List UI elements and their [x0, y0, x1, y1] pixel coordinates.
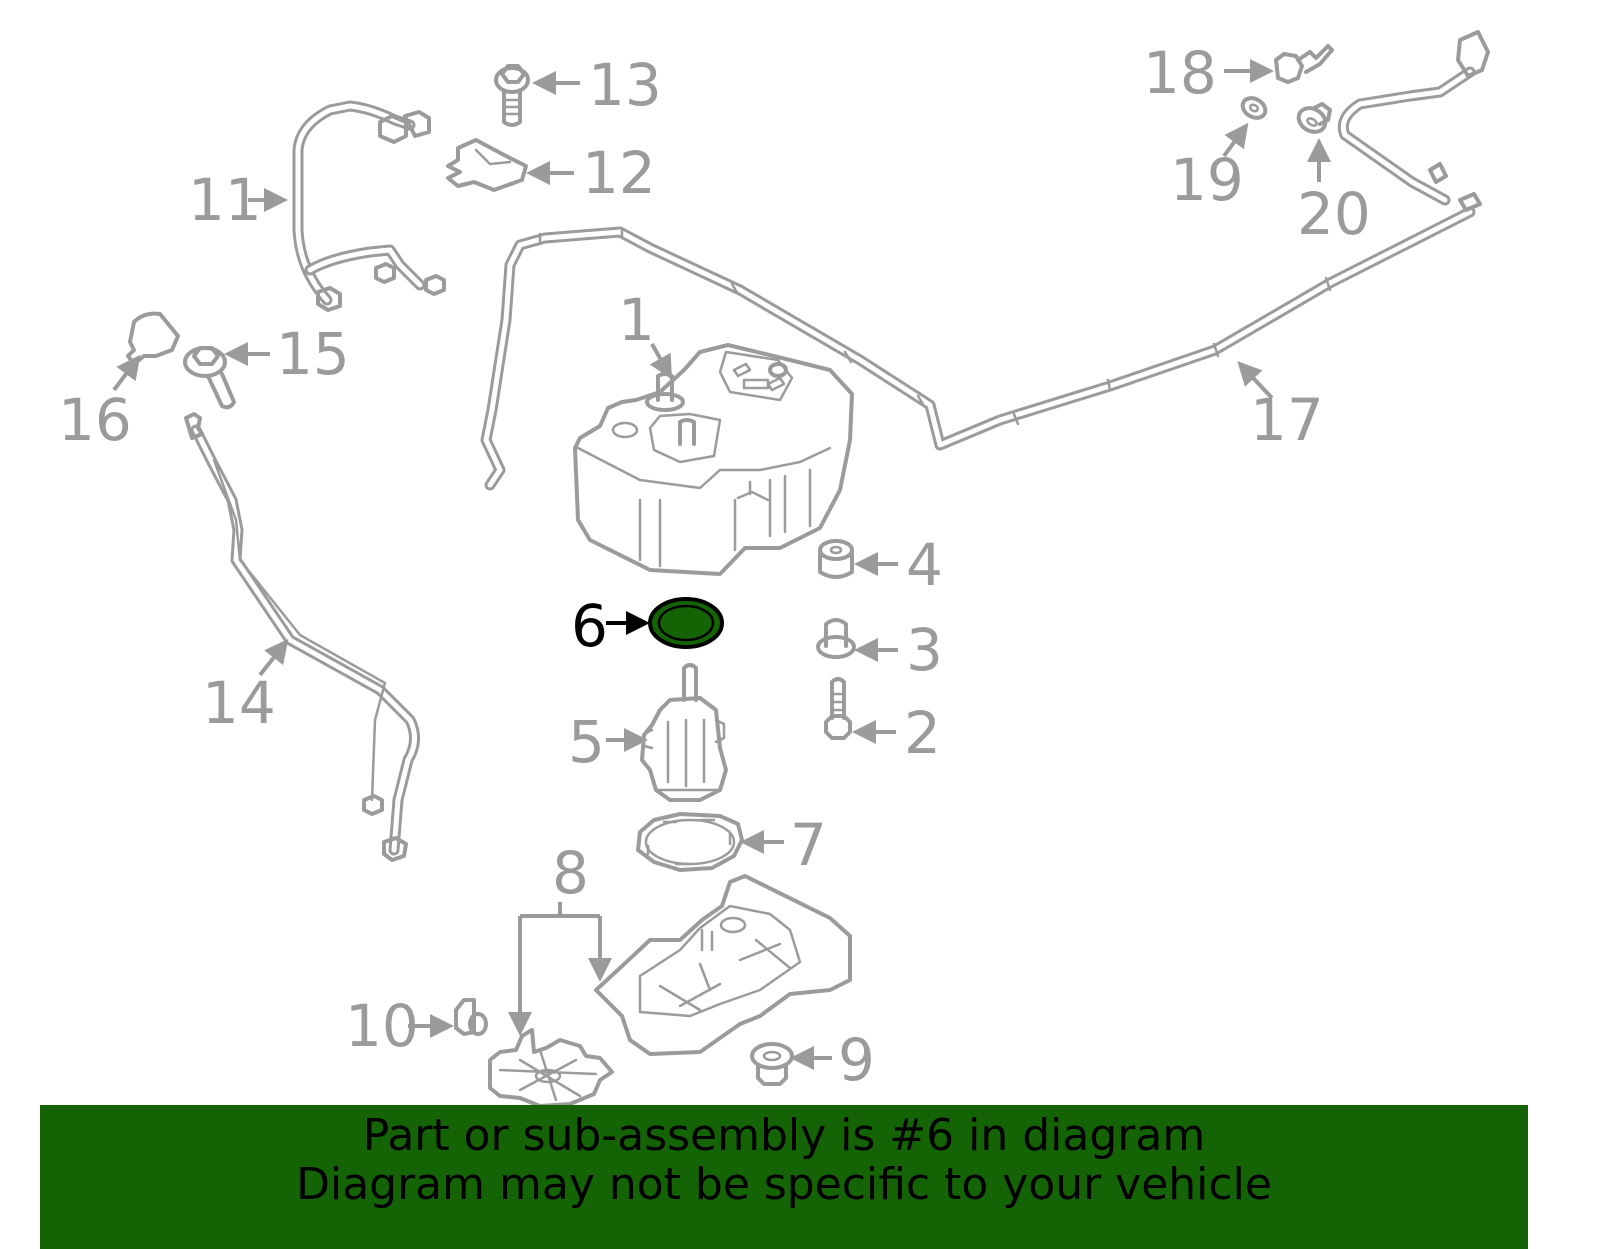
part-13-bolt[interactable]	[494, 64, 530, 127]
callout-4: 4	[906, 531, 943, 599]
callout-6: 6	[571, 592, 608, 660]
part-18-valve[interactable]	[1274, 44, 1334, 84]
banner-part-note: Part or sub-assembly is #6 in diagram	[362, 1110, 1206, 1161]
callout-8: 8	[552, 839, 589, 907]
part-20-nut[interactable]	[1294, 102, 1332, 136]
callout-7: 7	[790, 811, 827, 879]
part-8-small-shield[interactable]	[488, 1028, 614, 1108]
part-7-lock-ring[interactable]	[636, 812, 744, 872]
info-banner: Part or sub-assembly is #6 in diagram Di…	[40, 1105, 1528, 1249]
part-3-grommet[interactable]	[816, 618, 856, 659]
part-10-clip[interactable]	[454, 998, 488, 1036]
callout-18: 18	[1143, 39, 1217, 107]
part-8-heat-shield[interactable]	[594, 874, 852, 1056]
part-5-fuel-pump[interactable]	[640, 663, 728, 802]
part-15-bolt[interactable]	[183, 346, 236, 410]
callout-13: 13	[588, 51, 662, 119]
part-14-filler-tube[interactable]	[184, 412, 420, 862]
leader-1	[649, 343, 672, 380]
callout-10: 10	[345, 992, 419, 1060]
part-9-nut[interactable]	[750, 1042, 794, 1086]
part-12-bracket[interactable]	[446, 138, 528, 192]
callout-1: 1	[618, 286, 655, 354]
leader-8	[518, 902, 602, 1030]
part-2-bolt[interactable]	[824, 677, 852, 740]
leader-17	[1237, 361, 1274, 400]
leader-16	[112, 354, 141, 392]
leader-14	[258, 638, 289, 677]
callout-3: 3	[906, 616, 943, 684]
callout-2: 2	[904, 699, 941, 767]
callout-16: 16	[58, 386, 132, 454]
part-16-cap[interactable]	[126, 311, 180, 366]
callout-5: 5	[568, 708, 605, 776]
part-19-washer[interactable]	[1239, 94, 1269, 122]
callout-9: 9	[838, 1026, 875, 1094]
callout-12: 12	[582, 139, 656, 207]
part-1-fuel-tank[interactable]	[573, 343, 854, 576]
callout-20: 20	[1297, 180, 1371, 248]
callout-14: 14	[202, 669, 276, 737]
leader-19	[1222, 122, 1249, 158]
callout-17: 17	[1250, 386, 1324, 454]
part-11-wire-harness[interactable]	[292, 100, 446, 312]
callout-15: 15	[276, 320, 350, 388]
part-17-fuel-line[interactable]	[480, 30, 1490, 491]
callout-19: 19	[1170, 146, 1244, 214]
part-6-seal-highlighted[interactable]	[648, 597, 724, 649]
part-4-bushing[interactable]	[818, 539, 854, 579]
banner-disclaimer: Diagram may not be specific to your vehi…	[296, 1159, 1272, 1210]
